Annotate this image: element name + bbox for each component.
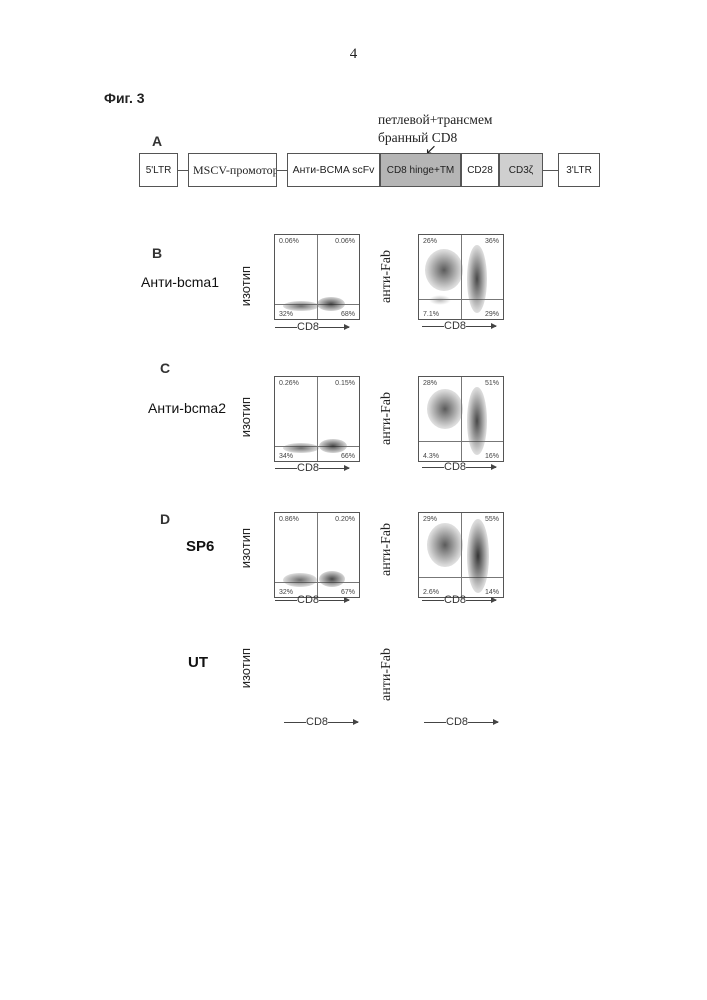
cd8-axis: CD8 (422, 594, 496, 606)
cd8-axis: CD8 (284, 716, 358, 728)
quadrant-bottom-right: 66% (341, 453, 355, 460)
isotype-axis-label: изотип (238, 266, 253, 306)
isotype-axis-label: изотип (238, 528, 253, 568)
quadrant-bottom-right: 16% (485, 453, 499, 460)
cd8-axis-label: CD8 (306, 716, 328, 728)
anti-fab-axis-label: анти-Fab (379, 250, 395, 303)
quadrant-top-right: 0.20% (335, 516, 355, 523)
flow-plot-isotype: 0.86% 0.20% 32% 67% (274, 512, 360, 598)
quadrant-top-left: 29% (423, 516, 437, 523)
cd8-axis-label: CD8 (444, 320, 466, 332)
quadrant-bottom-left: 4.3% (423, 453, 439, 460)
segment-cd8-hinge-tm: CD8 hinge+TM (380, 153, 461, 187)
row-label-anti-bcma1: Анти-bcma1 (141, 274, 219, 290)
quadrant-bottom-left: 7.1% (423, 311, 439, 318)
quadrant-top-right: 51% (485, 380, 499, 387)
connector (277, 170, 287, 171)
panel-letter-d: D (160, 511, 170, 527)
row-label-ut: UT (188, 654, 208, 671)
cd8-axis: CD8 (275, 462, 349, 474)
quadrant-top-left: 0.26% (279, 380, 299, 387)
quadrant-top-left: 0.06% (279, 238, 299, 245)
quadrant-bottom-right: 29% (485, 311, 499, 318)
quadrant-top-left: 28% (423, 380, 437, 387)
segment-3ltr: 3'LTR (558, 153, 600, 187)
figure-title: Фиг. 3 (104, 90, 145, 106)
cd8-axis: CD8 (275, 594, 349, 606)
cd8-axis-label: CD8 (297, 462, 319, 474)
row-label-sp6: SP6 (186, 538, 214, 555)
cd8-axis-label: CD8 (444, 461, 466, 473)
cd8-axis: CD8 (275, 321, 349, 333)
cd8-axis-label: CD8 (297, 321, 319, 333)
segment-mscv-promoter: MSCV-промотор (188, 153, 277, 187)
quadrant-bottom-left: 34% (279, 453, 293, 460)
anti-fab-axis-label: анти-Fab (379, 392, 395, 445)
flow-plot-anti-fab: 29% 55% 2.6% 14% (418, 512, 504, 598)
isotype-axis-label: изотип (238, 648, 253, 688)
flow-plot-isotype: 0.06% 0.06% 32% 68% (274, 234, 360, 320)
quadrant-bottom-right: 68% (341, 311, 355, 318)
connector (543, 170, 558, 171)
flow-plot-anti-fab: 26% 36% 7.1% 29% (418, 234, 504, 320)
quadrant-top-right: 36% (485, 238, 499, 245)
quadrant-top-left: 0.86% (279, 516, 299, 523)
anti-fab-axis-label: анти-Fab (379, 523, 395, 576)
segment-cd3z: CD3ζ (499, 153, 543, 187)
flow-plot-anti-fab: 28% 51% 4.3% 16% (418, 376, 504, 462)
panel-letter-b: B (152, 245, 162, 261)
segment-5ltr: 5'LTR (139, 153, 178, 187)
panel-letter-c: C (160, 360, 170, 376)
segment-cd28: CD28 (461, 153, 499, 187)
quadrant-top-right: 55% (485, 516, 499, 523)
isotype-axis-label: изотип (238, 397, 253, 437)
cd8-axis: CD8 (422, 320, 496, 332)
quadrant-top-left: 26% (423, 238, 437, 245)
cd8-axis-label: CD8 (444, 594, 466, 606)
quadrant-top-right: 0.15% (335, 380, 355, 387)
row-label-anti-bcma2: Анти-bcma2 (148, 400, 226, 416)
quadrant-top-right: 0.06% (335, 238, 355, 245)
anti-fab-axis-label: анти-Fab (379, 648, 395, 701)
cd8-axis-label: CD8 (297, 594, 319, 606)
connector (178, 170, 188, 171)
cd8-axis-label: CD8 (446, 716, 468, 728)
annotation-line-1: петлевой+трансмем (378, 111, 492, 129)
page-number: 4 (0, 46, 707, 63)
flow-plot-isotype: 0.26% 0.15% 34% 66% (274, 376, 360, 462)
cd8-axis: CD8 (424, 716, 498, 728)
quadrant-bottom-left: 32% (279, 311, 293, 318)
cd8-axis: CD8 (422, 461, 496, 473)
panel-letter-a: A (152, 133, 162, 149)
segment-anti-bcma-scfv: Анти-BCMA scFv (287, 153, 380, 187)
